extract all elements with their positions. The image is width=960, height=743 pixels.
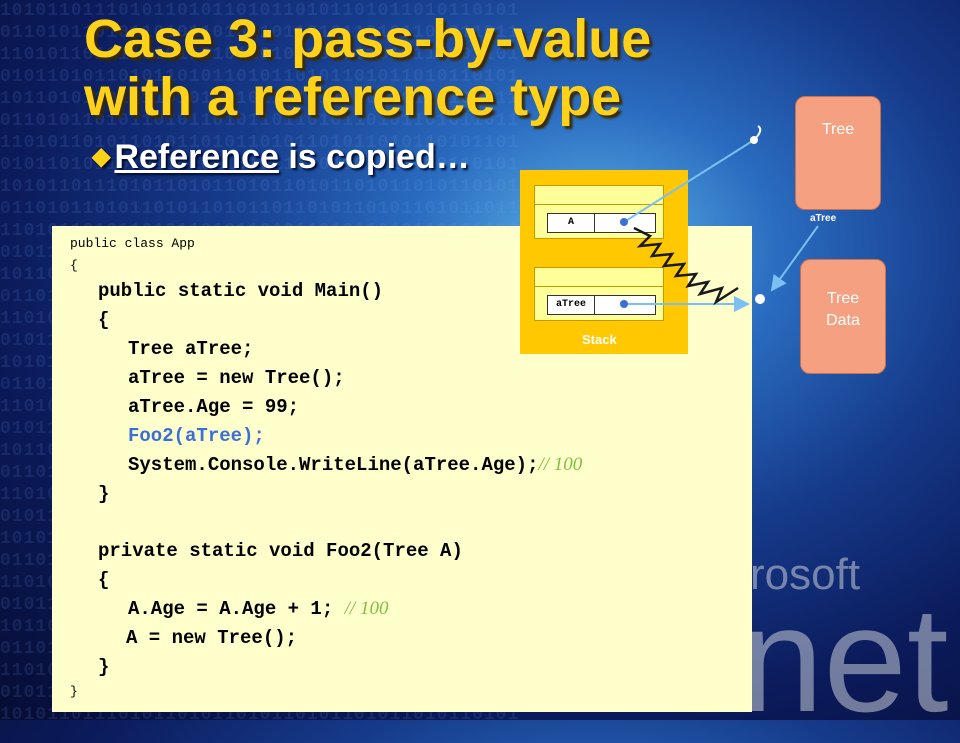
- heap-label: Tree Data: [801, 288, 885, 332]
- title-line-1: Case 3: pass-by-value: [84, 9, 652, 69]
- bullet-text: is copied…: [278, 138, 470, 176]
- broken-reference-squiggle: [633, 226, 739, 306]
- stack-diagram: A aTree Stack: [520, 170, 688, 354]
- title-line-2: with a reference type: [84, 67, 622, 127]
- code-line: Tree aTree;: [128, 338, 254, 360]
- diamond-bullet-icon: ◆: [92, 143, 111, 170]
- heap-object-new-tree: Tree: [795, 96, 881, 210]
- code-line: aTree = new Tree();: [128, 367, 345, 389]
- pointer-dot: [620, 218, 628, 226]
- frame-header: [535, 268, 663, 287]
- code-line-highlighted: Foo2(aTree);: [128, 425, 265, 447]
- code-line: private static void Foo2(Tree A): [98, 540, 463, 562]
- pointer-dot: [620, 300, 628, 308]
- heap-label-line: Tree: [826, 290, 860, 307]
- stack-frame-foo2: A: [534, 185, 664, 239]
- reference-arrows: [620, 125, 819, 312]
- heap-label-line: Data: [826, 312, 860, 329]
- stack-label: Stack: [582, 332, 617, 347]
- heap-label-small: aTree: [810, 213, 837, 224]
- code-line: public static void Main(): [98, 280, 384, 302]
- frame-header: [535, 186, 663, 205]
- arrow-label-to-tree-data: [770, 225, 819, 292]
- code-comment: // 100: [538, 454, 583, 475]
- bullet-emphasis: Reference: [114, 138, 279, 176]
- heap-label: Tree: [821, 121, 855, 138]
- code-line: aTree.Age = 99;: [128, 396, 300, 418]
- logo-text-top: rosoft: [750, 550, 861, 599]
- code-text: System.Console.WriteLine(aTree.Age);: [128, 454, 539, 476]
- slide-title: Case 3: pass-by-value with a reference t…: [84, 10, 651, 126]
- code-line: }: [98, 483, 110, 505]
- pointer-endpoint: [755, 294, 765, 304]
- heap-object-tree-data: Tree Data: [800, 259, 886, 374]
- code-line: A.Age = A.Age + 1; // 100: [128, 598, 388, 620]
- stack-frame-main: aTree: [534, 267, 664, 321]
- code-line: {: [98, 309, 110, 331]
- logo-text-net: net: [740, 575, 949, 743]
- code-text: A.Age = A.Age + 1;: [128, 598, 334, 620]
- code-line: {: [70, 258, 78, 273]
- code-line: A = new Tree();: [126, 627, 298, 649]
- code-line: System.Console.WriteLine(aTree.Age);// 1…: [128, 454, 582, 476]
- code-line: {: [98, 569, 110, 591]
- arrow-a-to-new-tree: [623, 139, 755, 223]
- bullet-point: ◆Reference is copied…: [92, 138, 470, 177]
- code-line: }: [98, 656, 110, 678]
- pointer-hook: [753, 125, 762, 141]
- stack-variable-a: A: [547, 213, 595, 233]
- code-line: public class App: [70, 236, 195, 251]
- stack-variable-atree: aTree: [547, 295, 595, 315]
- code-comment: // 100: [344, 598, 389, 619]
- code-line: }: [70, 684, 78, 699]
